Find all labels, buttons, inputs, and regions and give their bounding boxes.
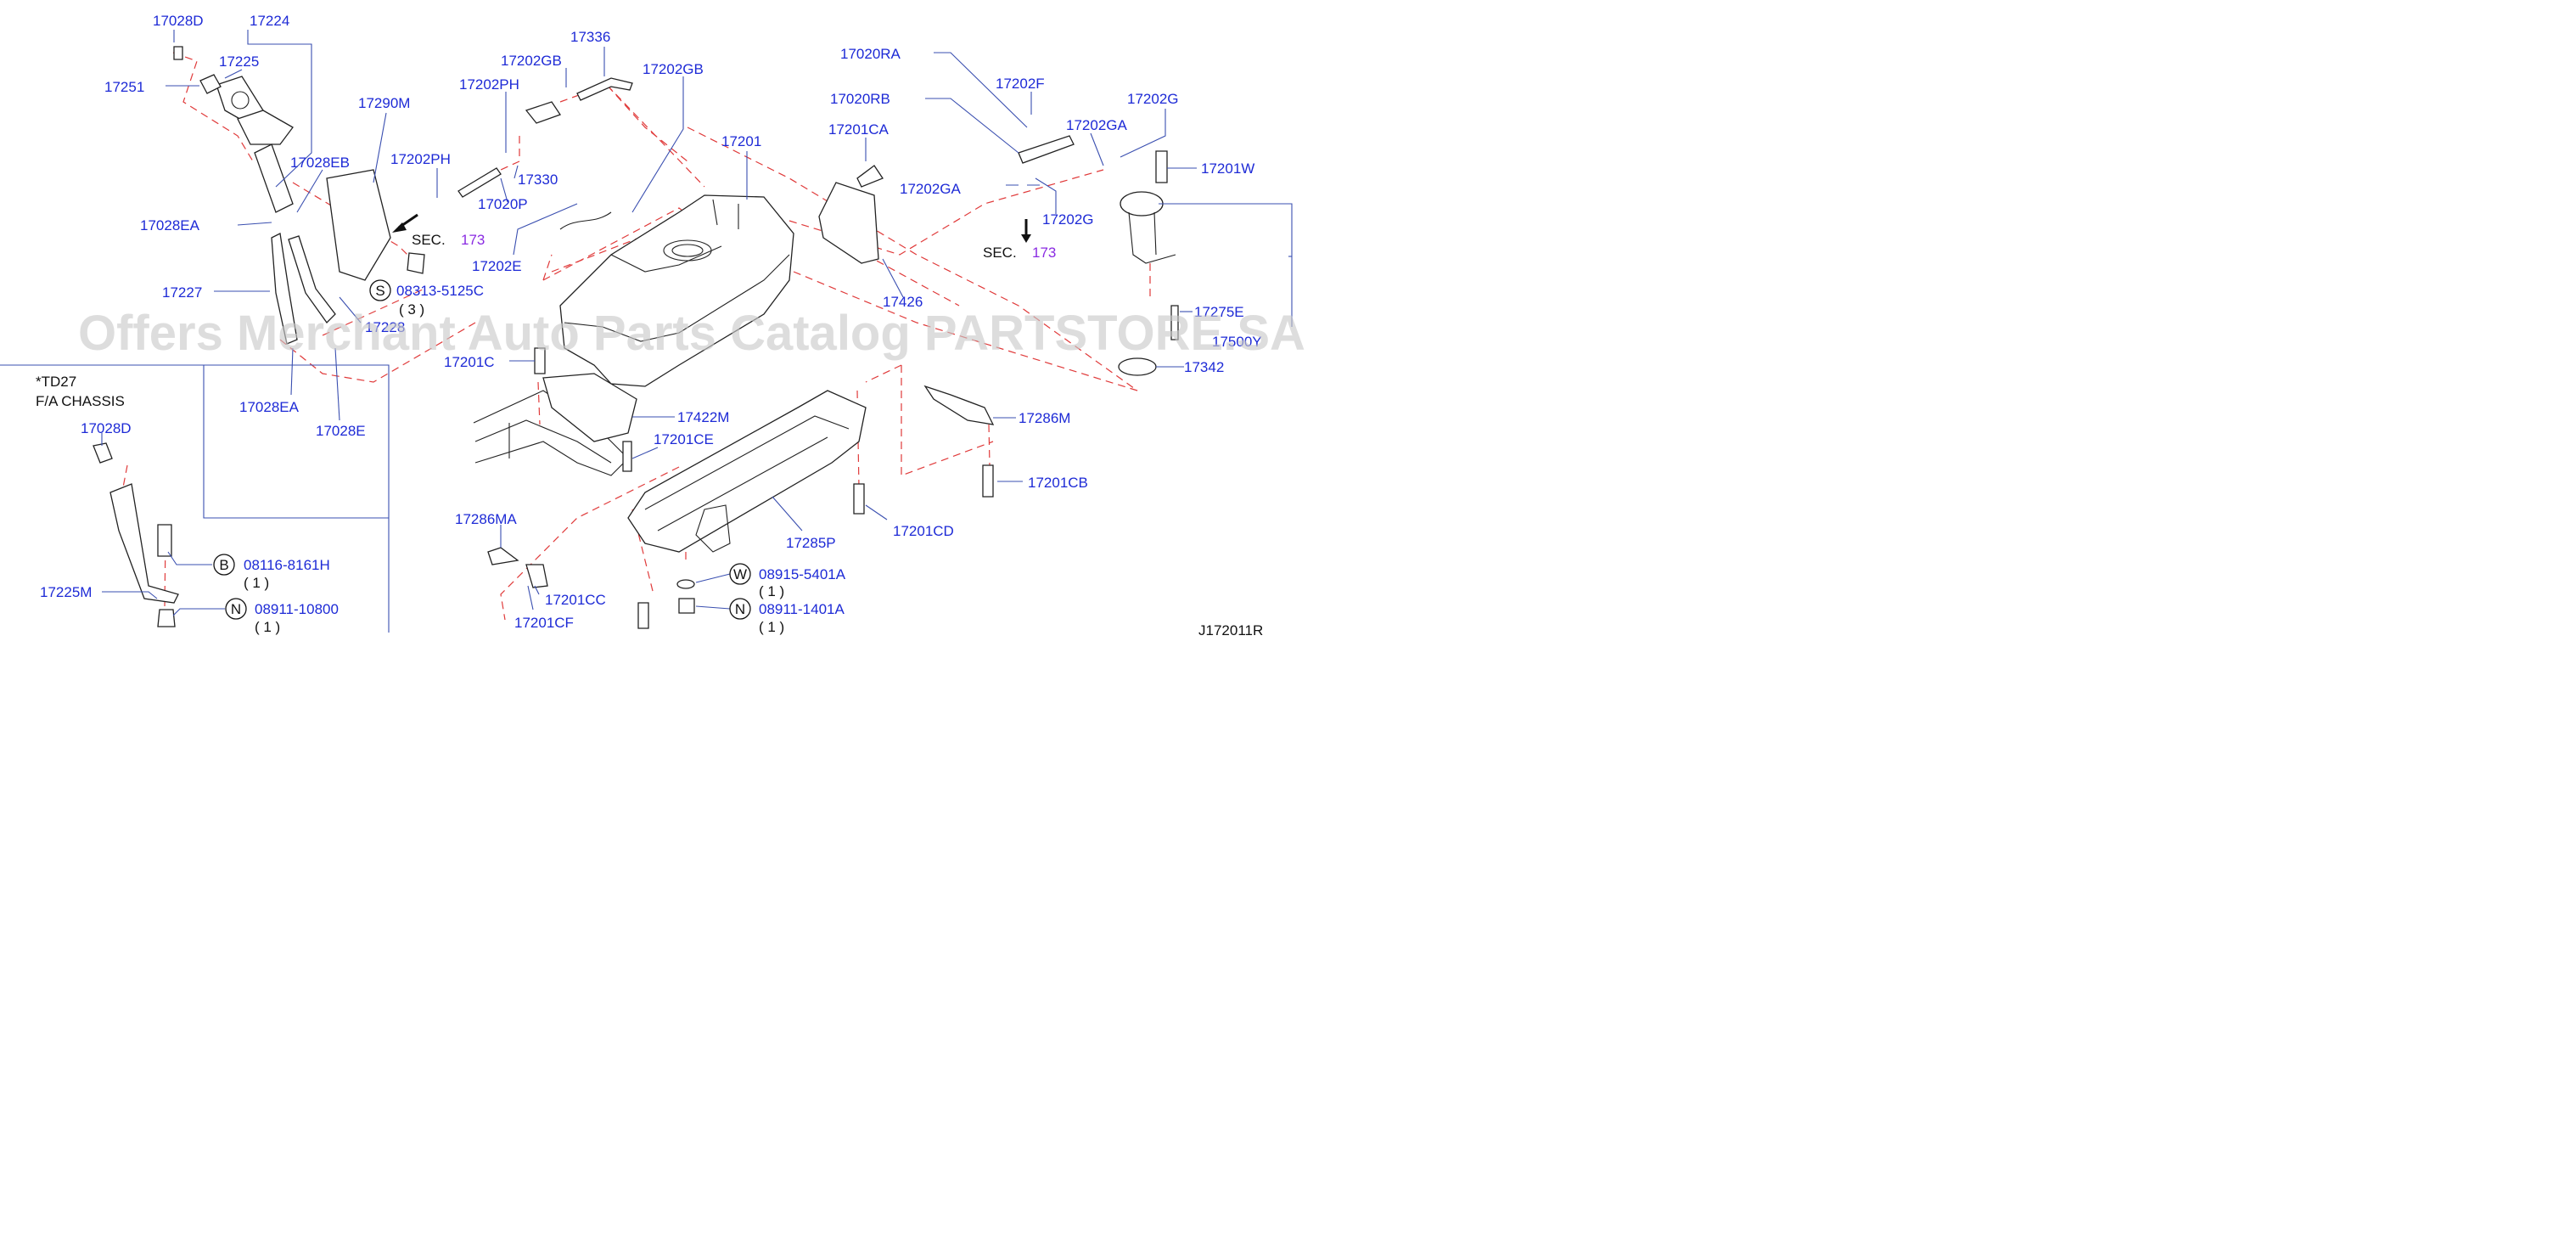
part-label-17028D-bottom[interactable]: 17028D: [81, 420, 132, 436]
part-label-17426[interactable]: 17426: [883, 294, 923, 310]
part-label-17201[interactable]: 17201: [721, 133, 761, 149]
part-label-17028EB[interactable]: 17028EB: [290, 155, 350, 171]
note-chassis: F/A CHASSIS: [36, 393, 125, 409]
part-label-17202GB-1[interactable]: 17202GB: [501, 53, 562, 69]
part-label-17228[interactable]: 17228: [365, 319, 405, 335]
part-label-17225[interactable]: 17225: [219, 53, 259, 70]
part-label-17201W[interactable]: 17201W: [1201, 160, 1254, 177]
leader-lines: [0, 30, 1293, 633]
part-label-17224[interactable]: 17224: [250, 13, 289, 29]
watermark: Offers Merchant Auto Parts Catalog PARTS…: [78, 306, 1305, 361]
parts-diagram: S 08313-5125C ( 3 ) B 08116-8161H ( 1 ) …: [0, 13, 1305, 638]
part-label-17202G-1[interactable]: 17202G: [1127, 91, 1179, 107]
part-label-17500Y[interactable]: 17500Y: [1212, 334, 1262, 350]
part-label-17285P[interactable]: 17285P: [786, 535, 836, 551]
std-part-08915[interactable]: 08915-5401A: [759, 566, 846, 582]
std-qty-08915: ( 1 ): [759, 583, 784, 599]
std-part-symbols: [213, 279, 751, 620]
std-part-08911-10800[interactable]: 08911-10800: [255, 601, 339, 617]
std-symbol-N-2: N: [735, 601, 745, 617]
sec-arrows: [392, 213, 1031, 243]
part-label-17201C[interactable]: 17201C: [444, 354, 495, 370]
brackets: [109, 182, 995, 604]
bolts: [93, 46, 1168, 629]
part-label-17020P[interactable]: 17020P: [478, 196, 528, 212]
part-label-17028EA-2[interactable]: 17028EA: [239, 399, 300, 415]
part-label-17286MA[interactable]: 17286MA: [455, 511, 517, 527]
fuel-tank: [559, 194, 794, 387]
part-label-17201CD[interactable]: 17201CD: [893, 523, 954, 539]
part-label-17202PH-2[interactable]: 17202PH: [390, 151, 451, 167]
std-qty-08911-1401A: ( 1 ): [759, 619, 784, 635]
sec-ref-link-2[interactable]: 173: [1032, 245, 1056, 261]
part-label-17202G-2[interactable]: 17202G: [1042, 211, 1094, 228]
part-label-17251[interactable]: 17251: [104, 79, 144, 95]
sec-ref-prefix-2: SEC.: [983, 245, 1017, 261]
part-label-17286M[interactable]: 17286M: [1019, 410, 1070, 426]
std-symbol-B: B: [219, 557, 228, 573]
part-label-17336[interactable]: 17336: [570, 29, 610, 45]
std-qty-08116: ( 1 ): [244, 575, 269, 591]
sec-ref-link-1[interactable]: 173: [461, 232, 485, 248]
part-label-17202F[interactable]: 17202F: [996, 76, 1045, 92]
sec-ref-prefix-1: SEC.: [412, 232, 446, 248]
std-qty-08313: ( 3 ): [399, 301, 424, 318]
filler-assembly: [199, 74, 391, 345]
part-label-17028D[interactable]: 17028D: [153, 13, 204, 29]
part-label-17342[interactable]: 17342: [1184, 359, 1224, 375]
part-label-17028EA-1[interactable]: 17028EA: [140, 217, 200, 233]
std-qty-08911-10800: ( 1 ): [255, 619, 280, 635]
part-label-17202GB-2[interactable]: 17202GB: [643, 61, 704, 77]
skid-plate: [627, 390, 867, 553]
part-label-17422M[interactable]: 17422M: [677, 409, 729, 425]
part-label-17202GA-2[interactable]: 17202GA: [900, 181, 961, 197]
part-labels: 17028D 17224 17225 17251 17290M 17028EB …: [40, 13, 1262, 631]
part-label-17227[interactable]: 17227: [162, 284, 202, 301]
part-label-17201CA[interactable]: 17201CA: [828, 121, 890, 138]
std-part-08911-1401A[interactable]: 08911-1401A: [759, 601, 845, 617]
diagram-reference-code: J172011R: [1198, 622, 1263, 638]
part-label-17028E[interactable]: 17028E: [316, 423, 366, 439]
part-label-17202E[interactable]: 17202E: [472, 258, 522, 274]
part-label-17202PH-1[interactable]: 17202PH: [459, 76, 519, 93]
std-symbol-S: S: [375, 283, 384, 299]
part-label-17201CE[interactable]: 17201CE: [654, 431, 714, 447]
part-label-17275E[interactable]: 17275E: [1194, 304, 1244, 320]
part-label-17020RB[interactable]: 17020RB: [830, 91, 890, 107]
part-label-17201CF[interactable]: 17201CF: [514, 615, 574, 631]
part-label-17201CC[interactable]: 17201CC: [545, 592, 606, 608]
part-label-17202GA-1[interactable]: 17202GA: [1066, 117, 1127, 133]
part-label-17201CB[interactable]: 17201CB: [1028, 475, 1088, 491]
part-label-17330[interactable]: 17330: [518, 172, 558, 188]
part-label-17290M[interactable]: 17290M: [358, 95, 410, 111]
part-label-17225M[interactable]: 17225M: [40, 584, 92, 600]
vent-hoses: [457, 77, 633, 230]
note-model: *TD27: [36, 374, 76, 390]
sender-unit: [1018, 135, 1179, 376]
std-part-08116[interactable]: 08116-8161H: [244, 557, 330, 573]
std-part-08313[interactable]: 08313-5125C: [396, 283, 484, 299]
std-symbol-N-1: N: [231, 601, 241, 617]
part-label-17020RA[interactable]: 17020RA: [840, 46, 901, 62]
std-symbol-W: W: [733, 566, 747, 582]
